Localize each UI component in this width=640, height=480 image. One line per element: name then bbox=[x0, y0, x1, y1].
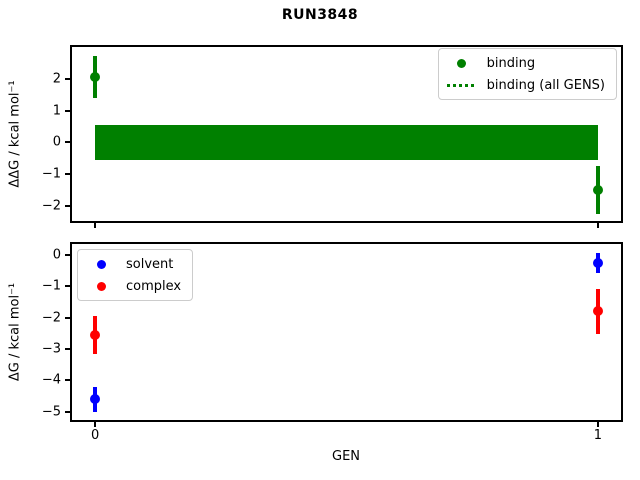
y-tick-mark bbox=[65, 316, 70, 319]
binding-dot-icon bbox=[457, 58, 467, 68]
y-tick-label: −2 bbox=[41, 198, 61, 214]
y-tick-label: 0 bbox=[52, 134, 61, 150]
solvent-dot-icon bbox=[96, 259, 106, 269]
legend-label: binding bbox=[486, 55, 536, 71]
y-tick-label: −4 bbox=[41, 372, 61, 388]
complex-dot-icon bbox=[96, 281, 106, 291]
legend-item: binding (all GENS) bbox=[446, 74, 605, 96]
x-tick-mark bbox=[596, 223, 599, 228]
y-tick-label: −1 bbox=[41, 166, 61, 182]
binding-data-point bbox=[592, 184, 603, 195]
legend-marker bbox=[447, 58, 477, 68]
legend: binding binding (all GENS) bbox=[437, 48, 617, 100]
bottom-y-axis-label: ΔG / kcal mol⁻¹ bbox=[7, 282, 23, 382]
y-tick-label: −3 bbox=[41, 341, 61, 357]
y-tick-label: −5 bbox=[41, 404, 61, 420]
x-tick-label: 0 bbox=[90, 428, 100, 443]
y-tick-mark bbox=[65, 141, 70, 144]
legend-label: binding (all GENS) bbox=[486, 77, 605, 93]
legend-marker bbox=[446, 83, 477, 87]
y-tick-mark bbox=[65, 410, 70, 413]
solvent-data-point bbox=[592, 258, 603, 269]
legend-item: binding bbox=[447, 52, 605, 74]
binding (all GENS)-dotted-line-icon bbox=[446, 83, 477, 87]
legend-item: solvent bbox=[86, 253, 181, 275]
y-tick-label: −2 bbox=[41, 310, 61, 326]
y-tick-mark bbox=[65, 254, 70, 257]
binding-data-point bbox=[90, 71, 101, 82]
y-tick-label: 2 bbox=[52, 71, 61, 87]
y-tick-mark bbox=[65, 379, 70, 382]
legend-marker bbox=[86, 259, 116, 269]
x-tick-label: 1 bbox=[593, 428, 602, 443]
x-tick-mark bbox=[94, 223, 97, 228]
legend-item: complex bbox=[86, 275, 181, 297]
y-tick-label: −1 bbox=[41, 278, 61, 294]
complex-data-point bbox=[592, 306, 603, 317]
band-binding--all-gens- bbox=[95, 124, 598, 160]
y-tick-mark bbox=[65, 172, 70, 175]
y-tick-mark bbox=[65, 109, 70, 112]
figure-title: RUN3848 bbox=[281, 7, 359, 23]
y-tick-label: 0 bbox=[52, 247, 61, 263]
complex-data-point bbox=[90, 329, 101, 340]
legend: solvent complex bbox=[77, 249, 194, 301]
x-tick-mark bbox=[94, 422, 97, 427]
x-axis-label: GEN bbox=[331, 449, 361, 464]
y-tick-mark bbox=[65, 78, 70, 81]
legend-marker bbox=[86, 281, 116, 291]
legend-label: complex bbox=[126, 278, 182, 294]
x-tick-mark bbox=[596, 422, 599, 427]
solvent-data-point bbox=[90, 394, 101, 405]
y-tick-mark bbox=[65, 204, 70, 207]
y-tick-mark bbox=[65, 348, 70, 351]
legend-label: solvent bbox=[126, 256, 174, 272]
top-y-axis-label: ΔΔG / kcal mol⁻¹ bbox=[7, 80, 23, 188]
y-tick-mark bbox=[65, 285, 70, 288]
y-tick-label: 1 bbox=[52, 103, 61, 119]
